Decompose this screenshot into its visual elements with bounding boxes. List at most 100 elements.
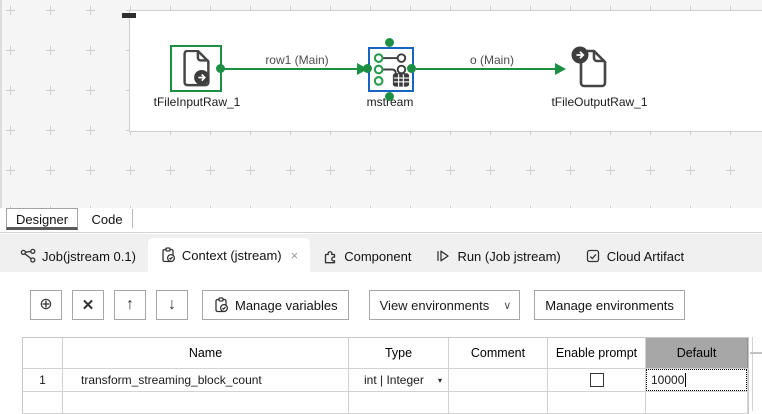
grid-mark [126,166,135,175]
grid-mark [686,166,695,175]
clipboard-check-icon [215,297,229,313]
grid-mark [166,166,175,175]
view-tab-bar: Job(jstream 0.1) Context (jstream) × Com… [0,234,762,272]
connection-o[interactable] [416,68,559,70]
table-header-row: Name Type Comment Enable prompt Default [23,338,748,369]
grid-mark [726,166,735,175]
text-caret [685,373,687,387]
context-view-panel: ⊕ ✕ ↑ ↓ Manage variables View environmen… [0,272,762,414]
enable-prompt-checkbox[interactable] [589,373,604,387]
grid-mark [366,166,375,175]
arrow-up-icon: ↑ [126,296,134,313]
input-anchor-dot[interactable] [363,64,372,73]
grid-mark [6,46,15,55]
connection-o-label[interactable]: o (Main) [469,53,514,67]
row-number-cell: 1 [23,369,63,391]
component-label[interactable]: tFileInputRaw_1 [153,95,241,109]
move-up-button[interactable]: ↑ [114,290,146,320]
chevron-down-icon: ∨ [503,299,512,312]
output-anchor-dot[interactable] [216,64,225,73]
sheet-resize-handle[interactable] [122,13,136,18]
component-label[interactable]: tFileOutputRaw_1 [551,95,648,109]
grid-mark [6,6,15,15]
view-environments-value: View environments [379,297,490,313]
job-sheet [129,10,762,132]
grid-mark [566,166,575,175]
manage-variables-label: Manage variables [235,297,338,313]
type-value: int | Integer [364,373,424,387]
file-input-icon[interactable] [170,45,222,92]
grid-mark [6,86,15,95]
tab-component-label: Component [344,248,412,264]
manage-environments-label: Manage environments [545,297,674,313]
tab-context[interactable]: Context (jstream) × [147,238,311,272]
grid-mark [646,166,655,175]
grid-mark [86,86,95,95]
manage-environments-button[interactable]: Manage environments [534,290,685,320]
tab-cloud-artifact-label: Cloud Artifact [606,248,685,264]
comment-cell[interactable] [449,369,548,391]
component-label[interactable]: mstream [366,95,414,109]
tab-job[interactable]: Job(jstream 0.1) [8,240,148,272]
grid-mark [86,6,95,15]
enable-prompt-cell[interactable] [548,369,646,391]
grid-mark [486,166,495,175]
table-row[interactable]: 1 transform_streaming_block_count int | … [23,369,748,392]
output-anchor-dot[interactable] [407,64,416,73]
default-value-editor[interactable]: 10000 [646,369,747,391]
run-icon [437,250,450,262]
tab-code[interactable]: Code [82,209,133,228]
bottom-anchor-dot[interactable] [385,92,394,101]
tab-designer[interactable]: Designer [6,208,79,230]
close-icon[interactable]: × [290,247,299,263]
tab-cloud-artifact[interactable]: Cloud Artifact [573,240,696,272]
tab-run-label: Run (Job jstream) [457,248,561,264]
context-variables-table: Name Type Comment Enable prompt Default … [22,337,749,414]
cloud-artifact-icon [586,249,599,263]
header-enable-prompt[interactable]: Enable prompt [548,338,646,368]
connection-row1[interactable] [224,68,361,70]
connection-row1-arrowhead [357,63,368,75]
tab-run[interactable]: Run (Job jstream) [423,240,572,272]
tab-context-label: Context (jstream) [181,247,282,263]
job-icon [20,248,36,263]
connection-o-arrowhead [555,63,566,75]
header-type[interactable]: Type [349,338,449,368]
grid-mark [286,166,295,175]
type-cell[interactable]: int | Integer ▾ [349,369,449,391]
dropdown-arrow-icon[interactable]: ▾ [437,375,442,385]
manage-variables-button[interactable]: Manage variables [202,290,349,320]
grid-mark [6,166,15,175]
editor-tab-strip: Designer Code [0,208,762,233]
table-empty-row[interactable] [23,392,748,414]
grid-mark [326,166,335,175]
default-cell[interactable]: 10000 [646,369,748,391]
top-anchor-dot[interactable] [385,38,394,47]
move-down-button[interactable]: ↓ [156,290,188,320]
plus-circle-icon: ⊕ [39,296,53,313]
delete-variable-button[interactable]: ✕ [72,290,104,320]
grid-mark [86,126,95,135]
context-toolbar: ⊕ ✕ ↑ ↓ Manage variables View environmen… [30,290,685,320]
x-icon: ✕ [81,296,95,314]
grid-mark [526,166,535,175]
design-canvas[interactable]: tFileInputRaw_1 row1 (Main) [0,0,762,215]
grid-mark [606,166,615,175]
name-cell[interactable]: transform_streaming_block_count [63,369,349,391]
add-variable-button[interactable]: ⊕ [30,290,62,320]
default-value: 10000 [651,373,685,387]
view-environments-select[interactable]: View environments ∨ [368,290,521,320]
header-comment[interactable]: Comment [449,338,548,368]
grid-mark [246,166,255,175]
tab-component[interactable]: Component [310,240,423,272]
header-name[interactable]: Name [63,338,349,368]
connection-row1-label[interactable]: row1 (Main) [265,53,329,67]
header-row-num [23,338,63,368]
component-icon [325,251,336,264]
file-output-icon[interactable] [567,44,617,92]
grid-mark [6,126,15,135]
context-icon [162,247,175,263]
header-default[interactable]: Default [646,338,748,368]
grid-mark [46,86,55,95]
